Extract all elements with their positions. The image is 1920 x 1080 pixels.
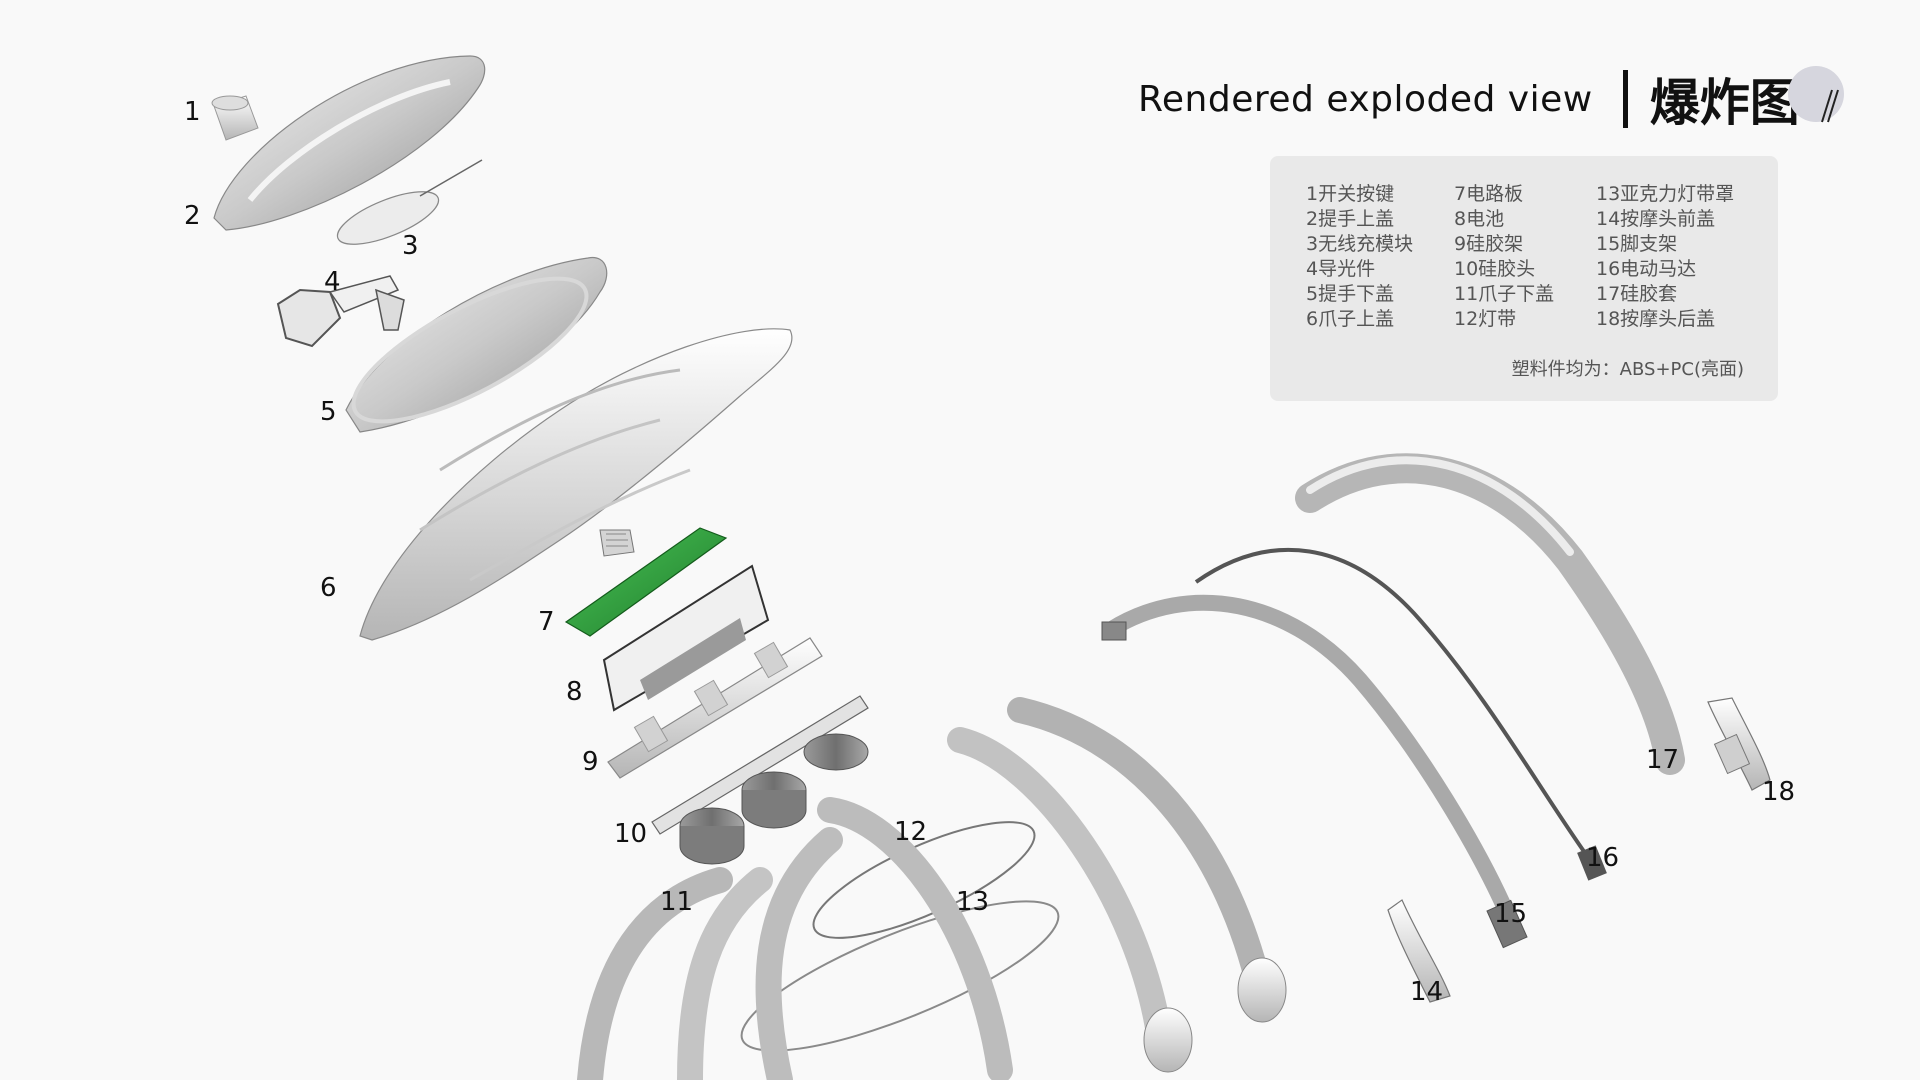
part-switch-key <box>211 95 259 141</box>
legend-item: 7电路板 <box>1454 183 1524 205</box>
callout-15: 15 <box>1494 899 1527 929</box>
part-silicone-sleeve <box>1295 453 1685 775</box>
legend-item: 3无线充模块 <box>1306 233 1414 255</box>
legend-item: 1开关按键 <box>1306 183 1395 205</box>
legend-column-3: 13亚克力灯带罩 14按摩头前盖 15脚支架 16电动马达 17硅胶套 18按摩… <box>1596 182 1734 332</box>
legend-item: 6爪子上盖 <box>1306 308 1395 330</box>
part-claw-top-cover <box>359 328 793 641</box>
legend-item: 18按摩头后盖 <box>1596 308 1716 330</box>
part-handle-bottom-cover <box>345 257 608 433</box>
part-light-guide <box>276 275 405 348</box>
part-massage-head-front <box>1387 899 1451 1003</box>
callout-2: 2 <box>184 201 201 231</box>
parts-legend-panel: 1开关按键 2提手上盖 3无线充模块 4导光件 5提手下盖 6爪子上盖 7电路板… <box>1270 156 1778 401</box>
legend-item: 15脚支架 <box>1596 233 1678 255</box>
legend-item: 2提手上盖 <box>1306 208 1395 230</box>
callout-5: 5 <box>320 397 337 427</box>
part-silicone-heads <box>651 695 869 865</box>
legend-item: 5提手下盖 <box>1306 283 1395 305</box>
legend-item: 14按摩头前盖 <box>1596 208 1716 230</box>
callout-18: 18 <box>1762 777 1795 807</box>
part-wireless-charger <box>336 159 483 245</box>
callout-6: 6 <box>320 573 337 603</box>
legend-item: 12灯带 <box>1454 308 1517 330</box>
part-claw-legs <box>577 697 1287 1080</box>
legend-item: 10硅胶头 <box>1454 258 1536 280</box>
callout-17: 17 <box>1646 745 1679 775</box>
part-leg-bracket <box>1101 594 1528 949</box>
part-motor-cable <box>1194 547 1607 881</box>
title-chinese: 爆炸图 <box>1649 74 1800 132</box>
page-header: Rendered exploded view 爆炸图 <box>1138 64 1800 134</box>
legend-item: 11爪子下盖 <box>1454 283 1555 305</box>
callout-labels: 1 2 3 4 5 6 7 8 9 10 11 12 13 14 15 16 1… <box>184 97 1795 1007</box>
callout-12: 12 <box>894 817 927 847</box>
callout-10: 10 <box>614 819 647 849</box>
legend-item: 9硅胶架 <box>1454 233 1524 255</box>
callout-14: 14 <box>1410 977 1443 1007</box>
legend-item: 16电动马达 <box>1596 258 1697 280</box>
legend-column-1: 1开关按键 2提手上盖 3无线充模块 4导光件 5提手下盖 6爪子上盖 <box>1306 182 1413 332</box>
callout-11: 11 <box>660 887 693 917</box>
callout-1: 1 <box>184 97 201 127</box>
callout-9: 9 <box>582 747 599 777</box>
legend-item: 13亚克力灯带罩 <box>1596 183 1735 205</box>
callout-8: 8 <box>566 677 583 707</box>
callout-3: 3 <box>402 231 419 261</box>
callout-7: 7 <box>538 607 555 637</box>
callout-16: 16 <box>1586 843 1619 873</box>
part-handle-top-cover <box>213 55 486 231</box>
legend-item: 17硅胶套 <box>1596 283 1678 305</box>
legend-item: 4导光件 <box>1306 258 1376 280</box>
part-silicone-frame <box>607 637 823 779</box>
part-battery <box>602 564 770 712</box>
callout-13: 13 <box>956 887 989 917</box>
decorative-badge-icon <box>1788 66 1844 123</box>
callout-4: 4 <box>324 267 341 297</box>
title-english: Rendered exploded view <box>1138 78 1593 120</box>
part-massage-head-back <box>1707 697 1771 791</box>
legend-item: 8电池 <box>1454 208 1505 230</box>
title-divider <box>1622 70 1628 128</box>
material-note: 塑料件均为：ABS+PC(亮面) <box>1511 359 1744 380</box>
part-circuit-board <box>564 527 728 637</box>
legend-column-2: 7电路板 8电池 9硅胶架 10硅胶头 11爪子下盖 12灯带 <box>1454 182 1554 332</box>
